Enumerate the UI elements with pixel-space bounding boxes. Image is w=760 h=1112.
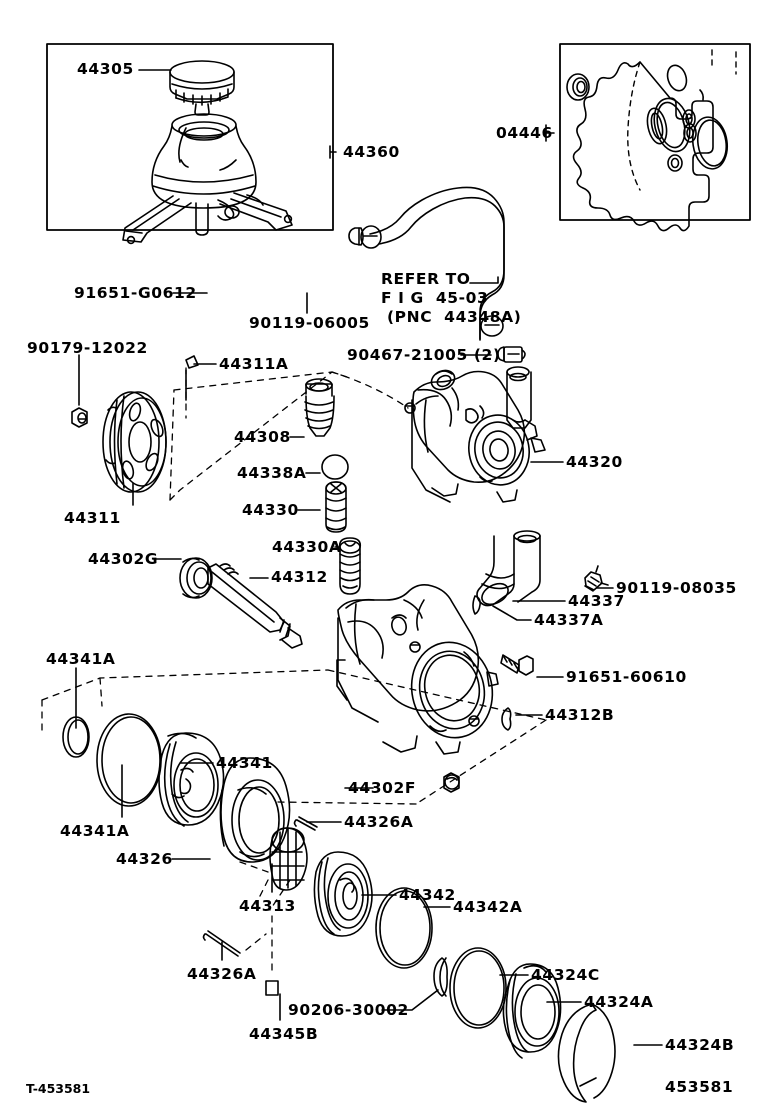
part-label-l9165160: 91651-60610 <box>566 668 687 686</box>
part-label-l44313: 44313 <box>239 897 296 915</box>
part-label-l44302F: 44302F <box>348 779 417 797</box>
part-label-l44312B: 44312B <box>545 706 615 724</box>
part-label-l44311: 44311 <box>64 509 121 527</box>
part-label-l44320: 44320 <box>566 453 623 471</box>
part-label-l44337: 44337 <box>568 592 625 610</box>
figure-code-bottom-left: T-453581 <box>26 1081 91 1096</box>
part-label-l9017912: 90179-12022 <box>27 339 148 357</box>
part-label-l44302G: 44302G <box>88 550 159 568</box>
part-label-l44308: 44308 <box>234 428 291 446</box>
part-label-l9046721: 90467-21005 (2) <box>347 346 501 364</box>
part-label-l04446: 04446 <box>496 124 553 142</box>
part-label-l9011908: 90119-08035 <box>616 579 737 597</box>
part-label-l44341A2: 44341A <box>60 822 130 840</box>
part-label-l44311A: 44311A <box>219 355 289 373</box>
part-label-l44337A: 44337A <box>534 611 604 629</box>
part-label-l44324B: 44324B <box>665 1036 735 1054</box>
part-label-l44342: 44342 <box>399 886 456 904</box>
part-label-lrefer: REFER TO F I G 45-03 (PNC 44348A) <box>381 270 522 326</box>
part-label-l44326A2: 44326A <box>187 965 257 983</box>
part-label-l91651G: 91651-G0612 <box>74 284 197 302</box>
part-label-l44326: 44326 <box>116 850 173 868</box>
part-label-l44324A: 44324A <box>584 993 654 1011</box>
part-label-l44324C: 44324C <box>531 966 600 984</box>
part-label-l9011906: 90119-06005 <box>249 314 370 332</box>
part-label-l44342A: 44342A <box>453 898 523 916</box>
figure-code-bottom-right: 453581 <box>665 1078 734 1096</box>
part-label-l44305: 44305 <box>77 60 134 78</box>
part-label-l44360: 44360 <box>343 143 400 161</box>
part-label-l44338A: 44338A <box>237 464 307 482</box>
part-label-l9020630: 90206-30002 <box>288 1001 409 1019</box>
part-label-l44341A1: 44341A <box>46 650 116 668</box>
part-label-l44326A1: 44326A <box>344 813 414 831</box>
part-label-l44312: 44312 <box>271 568 328 586</box>
part-label-l44330: 44330 <box>242 501 299 519</box>
part-label-l44341: 44341 <box>216 754 273 772</box>
part-label-l44330A: 44330A <box>272 538 342 556</box>
part-label-l44345B: 44345B <box>249 1025 319 1043</box>
